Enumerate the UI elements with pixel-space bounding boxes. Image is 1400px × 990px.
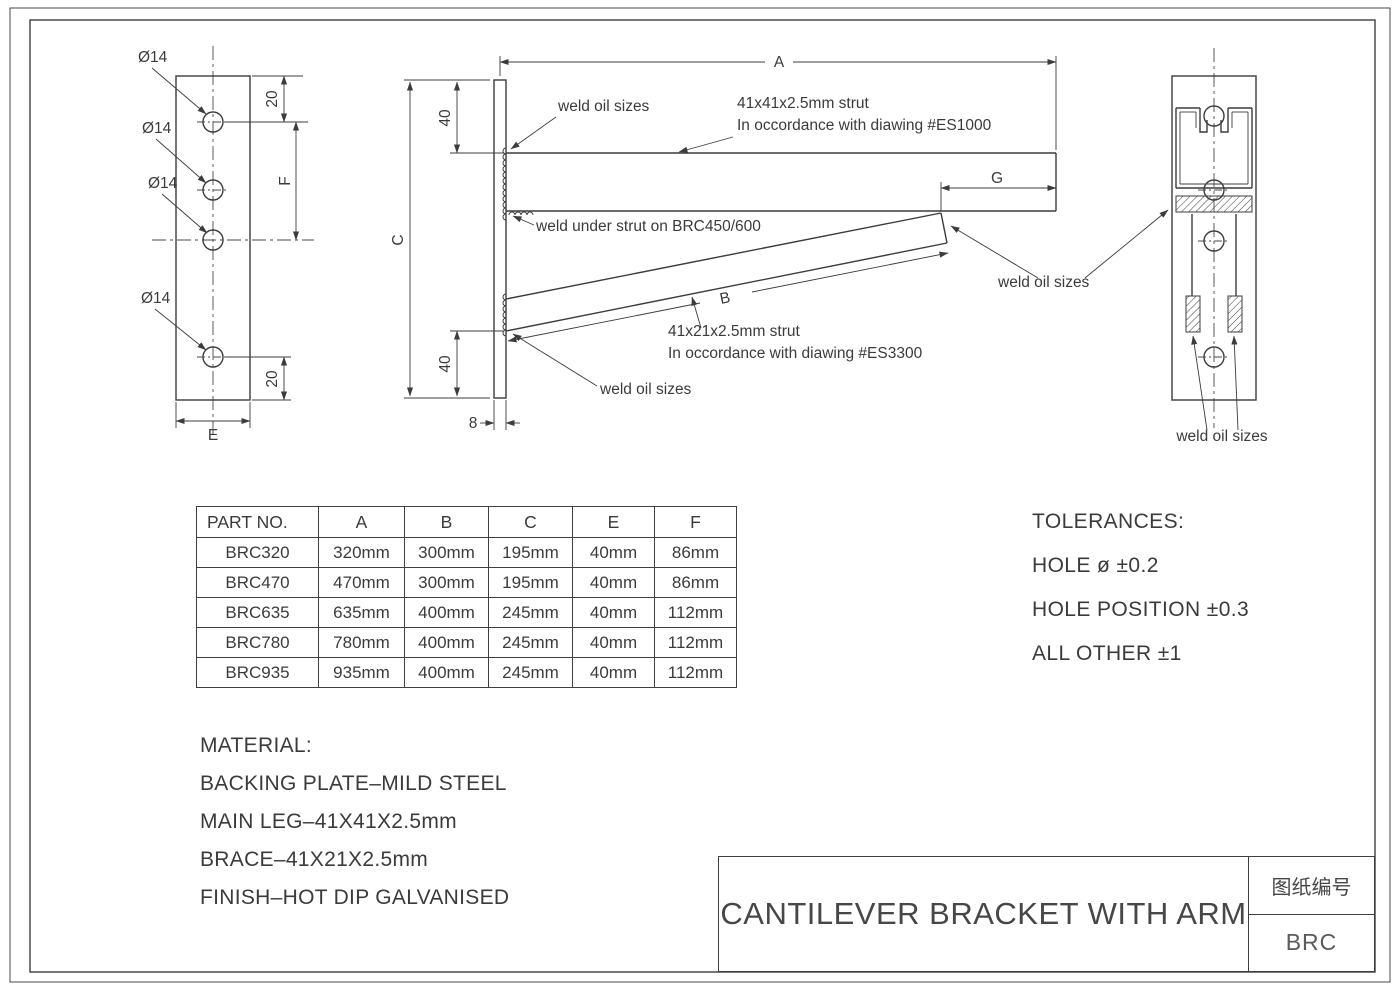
table-cell: 112mm (654, 627, 737, 658)
dim-label-8: 8 (469, 415, 478, 432)
tolerance-all-other: ALL OTHER ±1 (1032, 642, 1182, 665)
annotation-brace-note-2: In occordance with diawing #ES3300 (668, 345, 923, 362)
table-row: BRC780 780mm 400mm 245mm 40mm 112mm (196, 627, 737, 658)
hole-dia-label-3: Ø14 (148, 175, 178, 192)
dim-label-40-top: 40 (437, 109, 454, 127)
material-main-leg: MAIN LEG–41X41X2.5mm (200, 810, 457, 833)
weld-bead-strut (502, 147, 507, 221)
table-cell: 780mm (318, 627, 405, 658)
dim-label-20-bottom: 20 (264, 370, 281, 388)
material-finish: FINISH–HOT DIP GALVANISED (200, 886, 510, 909)
table-cell: 470mm (318, 567, 405, 598)
col-header-c: C (488, 506, 573, 538)
table-cell: 112mm (654, 597, 737, 628)
weld-hatch-left (1185, 295, 1201, 333)
table-header-row: PART NO. A B C E F (196, 506, 737, 538)
title-block: CANTILEVER BRACKET WITH ARM 图纸编号 BRC (718, 856, 1375, 972)
strut-channel-profile (1175, 107, 1253, 189)
table-cell: BRC935 (196, 657, 319, 688)
dim-label-f: F (277, 176, 294, 185)
front-view: Ø14 Ø14 Ø14 Ø14 20 F 20 E (138, 46, 314, 444)
tolerance-hole-position: HOLE POSITION ±0.3 (1032, 598, 1250, 621)
dim-label-20-top: 20 (264, 90, 281, 108)
drawing-number-value: BRC (1285, 929, 1338, 956)
dim-label-c: C (390, 234, 407, 245)
table-cell: 86mm (654, 567, 737, 598)
table-row: BRC935 935mm 400mm 245mm 40mm 112mm (196, 657, 737, 688)
tolerance-hole-dia: HOLE ø ±0.2 (1032, 554, 1159, 577)
table-cell: 112mm (654, 657, 737, 688)
table-row: BRC320 320mm 300mm 195mm 40mm 86mm (196, 537, 737, 568)
table-cell: BRC635 (196, 597, 319, 628)
hole-dia-label-4: Ø14 (141, 290, 171, 307)
title-block-right: 图纸编号 BRC (1249, 857, 1374, 971)
dim-label-40-bottom: 40 (437, 355, 454, 373)
hole-dia-label-2: Ø14 (142, 120, 172, 137)
table-cell: BRC470 (196, 567, 319, 598)
table-cell: 86mm (654, 537, 737, 568)
table-cell: 245mm (488, 657, 573, 688)
drawing-title: CANTILEVER BRACKET WITH ARM (719, 857, 1249, 971)
col-header-part-no: PART NO. (196, 506, 319, 538)
material-heading: MATERIAL: (200, 734, 312, 757)
table-cell: 40mm (572, 537, 655, 568)
table-cell: 245mm (488, 597, 573, 628)
table-cell: BRC780 (196, 627, 319, 658)
material-brace: BRACE–41X21X2.5mm (200, 848, 429, 871)
col-header-a: A (318, 506, 405, 538)
dim-label-a: A (774, 54, 785, 71)
sheet-border (9, 7, 1391, 983)
table-cell: 245mm (488, 627, 573, 658)
table-cell: 935mm (318, 657, 405, 688)
table-cell: 300mm (404, 537, 489, 568)
weld-hatch-band (1175, 195, 1253, 213)
col-header-f: F (654, 506, 737, 538)
table-cell: 635mm (318, 597, 405, 628)
dim-label-b: B (718, 289, 731, 308)
annotation-strut-note-2: In occordance with diawing #ES1000 (737, 117, 992, 134)
annotation-weld-top: weld oil sizes (557, 98, 650, 115)
table-cell: 300mm (404, 567, 489, 598)
tolerances-heading: TOLERANCES: (1032, 510, 1185, 533)
col-header-e: E (572, 506, 655, 538)
dim-label-e: E (208, 427, 218, 444)
table-cell: 40mm (572, 657, 655, 688)
annotation-weld-bottom: weld oil sizes (599, 381, 692, 398)
table-cell: 195mm (488, 537, 573, 568)
table-cell: 400mm (404, 597, 489, 628)
table-cell: BRC320 (196, 537, 319, 568)
side-view: A G C 40 40 8 B weld oil sizes 41x41x2.5… (390, 54, 1169, 432)
end-view: weld oil sizes (1171, 48, 1268, 445)
annotation-weld-under: weld under strut on BRC450/600 (535, 218, 761, 235)
col-header-b: B (404, 506, 489, 538)
table-cell: 40mm (572, 567, 655, 598)
material-block: MATERIAL: BACKING PLATE–MILD STEEL MAIN … (200, 734, 509, 924)
tolerances-block: TOLERANCES: HOLE ø ±0.2 HOLE POSITION ±0… (1032, 510, 1249, 686)
drawing-number-label: 图纸编号 (1249, 857, 1374, 915)
annotation-weld-right: weld oil sizes (997, 274, 1090, 291)
table-cell: 195mm (488, 567, 573, 598)
annotation-brace-note-1: 41x21x2.5mm strut (668, 323, 800, 340)
dim-label-g: G (991, 170, 1003, 187)
annotation-weld-endview: weld oil sizes (1175, 428, 1268, 445)
weld-hatch-right (1227, 295, 1243, 333)
table-row: BRC470 470mm 300mm 195mm 40mm 86mm (196, 567, 737, 598)
table-cell: 400mm (404, 657, 489, 688)
table-cell: 40mm (572, 597, 655, 628)
hole-dia-label-1: Ø14 (138, 49, 168, 66)
table-row: BRC635 635mm 400mm 245mm 40mm 112mm (196, 597, 737, 628)
material-backing-plate: BACKING PLATE–MILD STEEL (200, 772, 507, 795)
weld-bead-under-strut (508, 211, 534, 216)
table-cell: 40mm (572, 627, 655, 658)
table-cell: 320mm (318, 537, 405, 568)
weld-bead-brace (502, 293, 507, 337)
parts-table: PART NO. A B C E F BRC320 320mm 300mm 19… (196, 506, 737, 688)
annotation-strut-note-1: 41x41x2.5mm strut (737, 95, 869, 112)
table-cell: 400mm (404, 627, 489, 658)
